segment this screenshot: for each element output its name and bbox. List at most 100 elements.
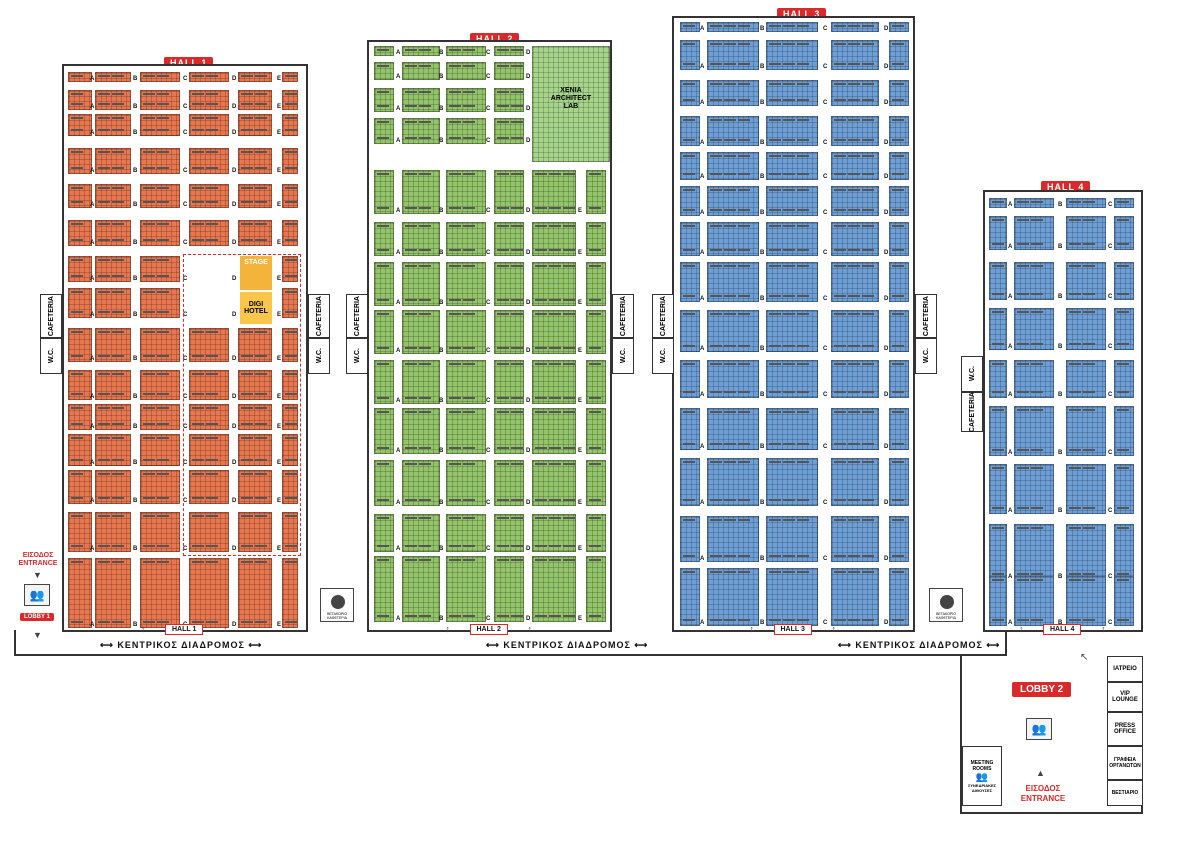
hall-2-booth[interactable]: [374, 170, 394, 214]
hall-3-left-wc[interactable]: W.C.: [652, 338, 674, 374]
hall-2-booth[interactable]: [402, 262, 440, 306]
hall-3-booth[interactable]: [766, 568, 818, 626]
hall-2-booth[interactable]: [402, 360, 440, 404]
hall-3-booth[interactable]: [831, 222, 879, 256]
room-press-office[interactable]: PRESS OFFICE: [1107, 712, 1143, 746]
hall-3-booth[interactable]: [766, 310, 818, 352]
hall-1-booth[interactable]: [189, 470, 229, 504]
hall-4-booth[interactable]: [1066, 198, 1106, 208]
hall-1-booth[interactable]: [95, 288, 131, 318]
hall-3-booth[interactable]: [707, 360, 759, 398]
hall-2-booth[interactable]: [446, 222, 486, 256]
hall-4-booth[interactable]: [1114, 360, 1134, 398]
hall-3-booth[interactable]: [889, 458, 909, 506]
hall-4-booth[interactable]: [989, 406, 1007, 456]
hall-1-booth[interactable]: [189, 90, 229, 110]
hall-1-booth[interactable]: [140, 148, 180, 174]
hall-2-booth[interactable]: [402, 46, 440, 56]
hall-1-booth[interactable]: [238, 90, 272, 110]
hall-1-booth[interactable]: [95, 90, 131, 110]
hall-1-booth[interactable]: [68, 72, 92, 82]
hall-1-booth[interactable]: [140, 328, 180, 362]
hall-2-booth[interactable]: [402, 408, 440, 454]
hall-1-booth[interactable]: [68, 434, 92, 466]
hall-4-booth[interactable]: [989, 576, 1007, 626]
hall-4-booth[interactable]: [1114, 464, 1134, 514]
hall-1-left-cafeteria[interactable]: CAFETERIA: [40, 294, 62, 338]
hall-3-booth[interactable]: [766, 22, 818, 32]
hall-1-booth[interactable]: [95, 220, 131, 246]
room-grafeia[interactable]: ΓΡΑΦΕΙΑ ΟΡΓΑΝΩΤΩΝ: [1107, 746, 1143, 780]
hall-3-booth[interactable]: [889, 186, 909, 216]
hall-1-booth[interactable]: [282, 72, 298, 82]
hall-1-booth[interactable]: [68, 256, 92, 282]
hall-3-booth[interactable]: [707, 116, 759, 146]
room-iatreio[interactable]: ΙΑΤΡΕΙΟ: [1107, 656, 1143, 682]
hall-3-booth[interactable]: [766, 186, 818, 216]
hall-3-booth[interactable]: [680, 568, 700, 626]
hall-2-booth[interactable]: [586, 310, 606, 354]
hall-1-booth[interactable]: [68, 470, 92, 504]
hall-2-booth[interactable]: [494, 88, 524, 112]
hall-2-booth[interactable]: [446, 62, 486, 80]
hall-3-booth[interactable]: [831, 262, 879, 302]
hall-1-booth[interactable]: [140, 470, 180, 504]
hall-2-booth[interactable]: [374, 222, 394, 256]
hall-1-booth[interactable]: [95, 434, 131, 466]
hall-2-right-cafeteria[interactable]: CAFETERIA: [612, 294, 634, 338]
hall-3-booth[interactable]: [707, 568, 759, 626]
hall-1-booth[interactable]: [140, 370, 180, 400]
hall-2-booth[interactable]: [446, 310, 486, 354]
hall-3-right-wc[interactable]: W.C.: [915, 338, 937, 374]
hall-4-booth[interactable]: [1114, 262, 1134, 300]
room-meeting[interactable]: MEETING ROOMS 👥 ΣΥΝΕΔΡΙΑΚΕΣ ΑΙΘΟΥΣΕΣ: [962, 746, 1002, 806]
hall-2-booth[interactable]: [374, 460, 394, 506]
hall-4-booth[interactable]: [1014, 216, 1054, 250]
hall-3-booth[interactable]: [889, 262, 909, 302]
hall-2-booth[interactable]: [402, 310, 440, 354]
hall-3-booth[interactable]: [889, 152, 909, 180]
hall-2-booth[interactable]: [532, 170, 576, 214]
hall-1-booth[interactable]: [238, 220, 272, 246]
hall-1-booth[interactable]: [140, 256, 180, 282]
hall-1-booth[interactable]: [189, 328, 229, 362]
hall-4-booth[interactable]: [1014, 524, 1054, 580]
hall-1-booth[interactable]: [189, 370, 229, 400]
hall-1-booth[interactable]: [238, 434, 272, 466]
hall-3-booth[interactable]: [889, 22, 909, 32]
hall-2-booth[interactable]: [446, 170, 486, 214]
hall-2-right-wc[interactable]: W.C.: [612, 338, 634, 374]
hall-2-booth[interactable]: [402, 88, 440, 112]
hall-3-booth[interactable]: [766, 152, 818, 180]
hall-3-booth[interactable]: [680, 186, 700, 216]
hall-1-booth[interactable]: [95, 512, 131, 552]
hall-2-booth[interactable]: [494, 170, 524, 214]
hall-1-booth[interactable]: [238, 512, 272, 552]
hall-1-left-wc[interactable]: W.C.: [40, 338, 62, 374]
hall-1-booth[interactable]: [282, 220, 298, 246]
hall-2-booth[interactable]: [586, 514, 606, 552]
hall-1-booth[interactable]: [189, 114, 229, 136]
hall-3-booth[interactable]: [707, 152, 759, 180]
hall-2-booth[interactable]: [446, 514, 486, 552]
hall-3-booth[interactable]: [831, 80, 879, 106]
hall-3-booth[interactable]: [831, 458, 879, 506]
hall-1-booth[interactable]: [68, 220, 92, 246]
cafe-icon-2[interactable]: ΒΕΤΑΚΟΡΙΟ ΚΑΦΕΤΕΡΙΑ: [929, 588, 963, 622]
hall-1-booth[interactable]: [238, 114, 272, 136]
hall-3-booth[interactable]: [831, 40, 879, 70]
hall-2-booth[interactable]: [374, 62, 394, 80]
hall-3-right-cafeteria[interactable]: CAFETERIA: [915, 294, 937, 338]
hall-4-booth[interactable]: [1114, 576, 1134, 626]
hall-2-booth[interactable]: [532, 556, 576, 622]
hall-1-booth[interactable]: [68, 370, 92, 400]
hall-2-booth[interactable]: [532, 262, 576, 306]
hall-1-booth[interactable]: [68, 288, 92, 318]
hall-3-booth[interactable]: [766, 222, 818, 256]
hall-1-booth[interactable]: [68, 114, 92, 136]
hall-4-booth[interactable]: [1114, 198, 1134, 208]
hall-2-booth[interactable]: [402, 118, 440, 144]
hall-2-booth[interactable]: [494, 556, 524, 622]
hall-2-booth[interactable]: [446, 88, 486, 112]
hall-2-booth[interactable]: [446, 46, 486, 56]
